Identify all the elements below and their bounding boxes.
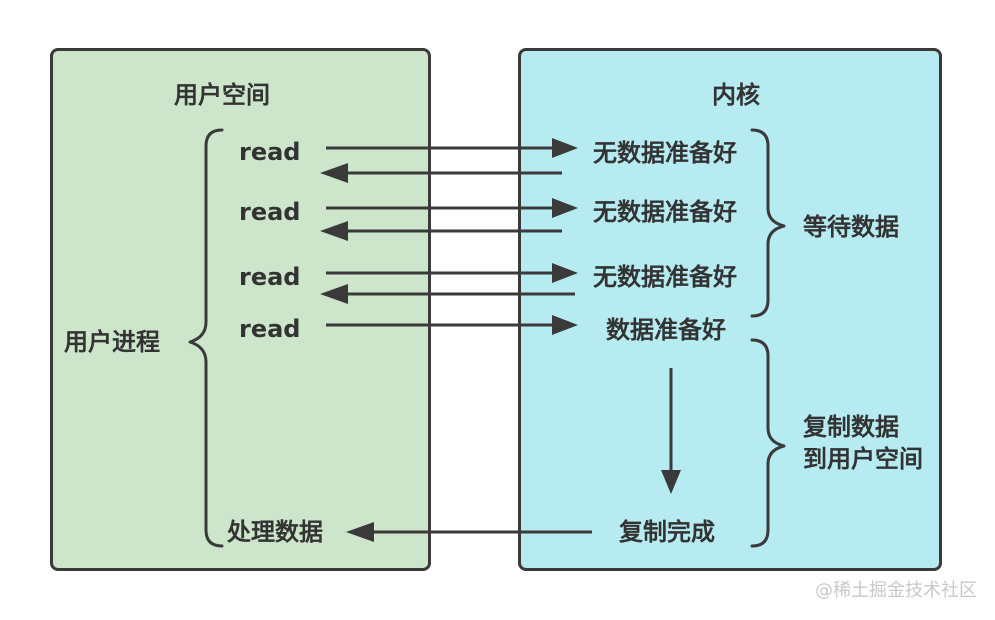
user-process-label: 用户进程: [64, 328, 160, 356]
copy-data-label-line2: 到用户空间: [803, 445, 923, 473]
watermark: @稀土掘金技术社区: [815, 580, 977, 601]
copy-data-brace: [750, 338, 786, 548]
copy-done-label: 复制完成: [619, 518, 715, 546]
user-space-title: 用户空间: [174, 81, 270, 109]
data-ready-label: 数据准备好: [606, 316, 726, 344]
not-ready-label-3: 无数据准备好: [593, 263, 737, 291]
not-ready-label-1: 无数据准备好: [593, 139, 737, 167]
user-process-brace: [188, 128, 224, 548]
user-space-panel: [50, 48, 431, 571]
read-label-3: read: [239, 263, 301, 291]
kernel-title: 内核: [712, 81, 760, 109]
handle-data-label: 处理数据: [227, 518, 323, 546]
read-label-1: read: [239, 138, 301, 166]
not-ready-label-2: 无数据准备好: [593, 198, 737, 226]
wait-data-label: 等待数据: [803, 213, 899, 241]
kernel-panel: [518, 48, 942, 571]
read-label-2: read: [239, 198, 301, 226]
copy-data-label-line1: 复制数据: [803, 413, 899, 441]
read-label-4: read: [239, 315, 301, 343]
wait-data-brace: [750, 128, 786, 318]
